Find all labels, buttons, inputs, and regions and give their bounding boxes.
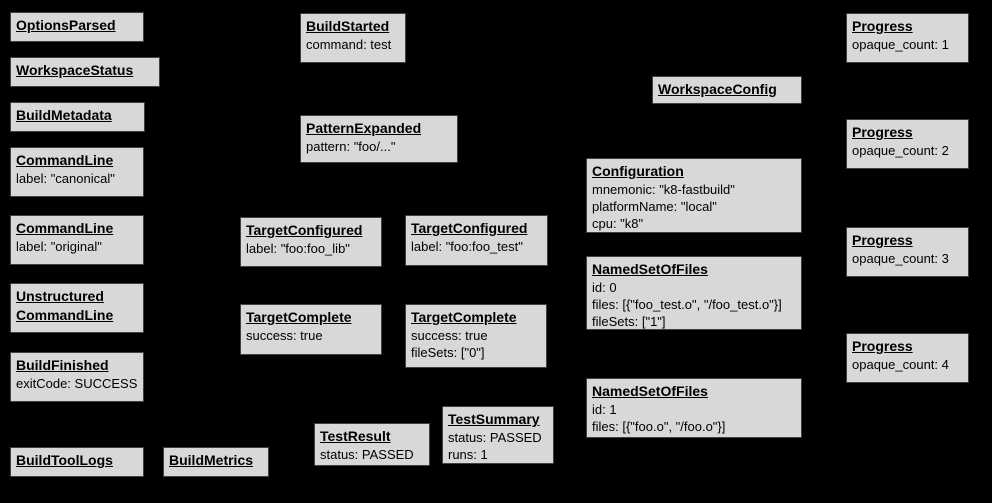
node-build-tool-logs: BuildToolLogs [10,447,144,477]
node-title: Unstructured [16,288,104,304]
node-command-line-original: CommandLine label: "original" [10,215,144,265]
node-target-complete-test: TargetComplete success: true fileSets: ["0… [405,304,547,368]
node-field: files: [{"foo_test.o", "/foo_test.o"}] [592,297,782,312]
node-build-started: BuildStarted command: test [300,13,406,63]
node-workspace-status: WorkspaceStatus [10,57,160,87]
node-field: mnemonic: "k8-fastbuild" [592,182,735,197]
node-field: opaque_count: 4 [852,357,949,372]
node-workspace-config: WorkspaceConfig [652,76,802,104]
node-field: opaque_count: 2 [852,143,949,158]
node-title: NamedSetOfFiles [592,261,708,277]
node-field: status: PASSED [448,430,542,445]
node-field: command: test [306,37,392,52]
node-field: runs: 1 [448,447,488,462]
node-field: label: "canonical" [16,171,115,186]
node-options-parsed: OptionsParsed [10,12,144,42]
node-field: success: true [246,328,323,343]
node-title: BuildMetadata [16,107,112,123]
node-test-result: TestResult status: PASSED [314,423,430,466]
node-field: label: "foo:foo_test" [411,239,523,254]
node-title: WorkspaceStatus [16,62,134,78]
node-field: fileSets: ["1"] [592,314,666,329]
node-field: label: "foo:foo_lib" [246,241,350,256]
node-target-configured-foo-lib: TargetConfigured label: "foo:foo_lib" [240,217,382,267]
node-field: cpu: "k8" [592,216,644,231]
node-target-complete-lib: TargetComplete success: true [240,304,382,355]
node-title: CommandLine [16,152,114,168]
node-title: BuildFinished [16,357,109,373]
node-title: TargetComplete [411,309,517,325]
node-build-metadata: BuildMetadata [10,102,145,132]
node-field: opaque_count: 1 [852,37,949,52]
node-field: status: PASSED [320,447,414,462]
node-title: Progress [852,338,913,354]
node-field: id: 0 [592,280,617,295]
node-build-finished: BuildFinished exitCode: SUCCESS [10,352,144,402]
node-title: TestSummary [448,411,540,427]
node-build-metrics: BuildMetrics [163,447,269,477]
node-pattern-expanded: PatternExpanded pattern: "foo/..." [300,115,458,163]
node-field: success: true [411,328,488,343]
node-field: label: "original" [16,239,102,254]
node-command-line-canonical: CommandLine label: "canonical" [10,147,144,197]
node-title: TargetConfigured [246,222,363,238]
node-title: BuildStarted [306,18,390,34]
node-field: pattern: "foo/..." [306,139,396,154]
node-progress-3: Progress opaque_count: 3 [846,227,969,277]
node-title: BuildToolLogs [16,452,113,468]
node-progress-4: Progress opaque_count: 4 [846,333,969,383]
node-title: CommandLine [16,220,114,236]
node-title: TargetComplete [246,309,352,325]
node-configuration: Configuration mnemonic: "k8-fastbuild" pla… [586,158,802,233]
node-title: Progress [852,232,913,248]
node-title: BuildMetrics [169,452,254,468]
node-title: WorkspaceConfig [658,81,777,97]
node-field: fileSets: ["0"] [411,345,485,360]
node-title: TestResult [320,428,391,444]
node-field: platformName: "local" [592,199,717,214]
node-title: CommandLine [16,307,114,323]
node-title: NamedSetOfFiles [592,383,708,399]
node-named-set-of-files-1: NamedSetOfFiles id: 1 files: [{"foo.o", "/… [586,378,802,438]
node-field: opaque_count: 3 [852,251,949,266]
node-title: TargetConfigured [411,220,528,236]
node-progress-1: Progress opaque_count: 1 [846,13,969,63]
node-target-configured-foo-test: TargetConfigured label: "foo:foo_test" [405,215,548,266]
node-field: id: 1 [592,402,617,417]
node-title: Configuration [592,163,684,179]
node-field: files: [{"foo.o", "/foo.o"}] [592,419,726,434]
node-title: Progress [852,18,913,34]
node-test-summary: TestSummary status: PASSED runs: 1 [442,406,554,464]
node-progress-2: Progress opaque_count: 2 [846,119,969,169]
node-title: PatternExpanded [306,120,422,136]
node-title: OptionsParsed [16,17,116,33]
node-named-set-of-files-0: NamedSetOfFiles id: 0 files: [{"foo_test.o… [586,256,802,330]
node-field: exitCode: SUCCESS [16,376,138,391]
node-title: Progress [852,124,913,140]
